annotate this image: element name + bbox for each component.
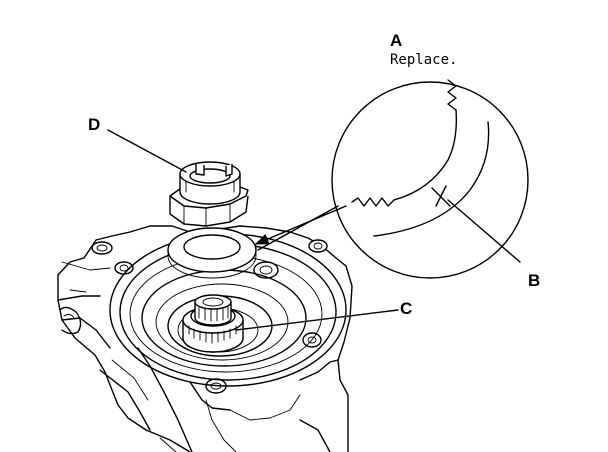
leader-lines xyxy=(107,129,399,331)
callout-b-letter: B xyxy=(528,271,540,290)
locknut-d xyxy=(169,161,249,227)
transmission-housing xyxy=(57,225,353,452)
detail-magnifier xyxy=(254,79,529,279)
callout-a-note: Replace. xyxy=(390,52,457,68)
callout-a-letter: A xyxy=(390,31,402,50)
callout-c-letter: C xyxy=(400,299,412,318)
callout-d-letter: D xyxy=(88,115,100,134)
conical-spring-washer xyxy=(167,227,257,279)
mainshaft-c xyxy=(182,294,244,353)
